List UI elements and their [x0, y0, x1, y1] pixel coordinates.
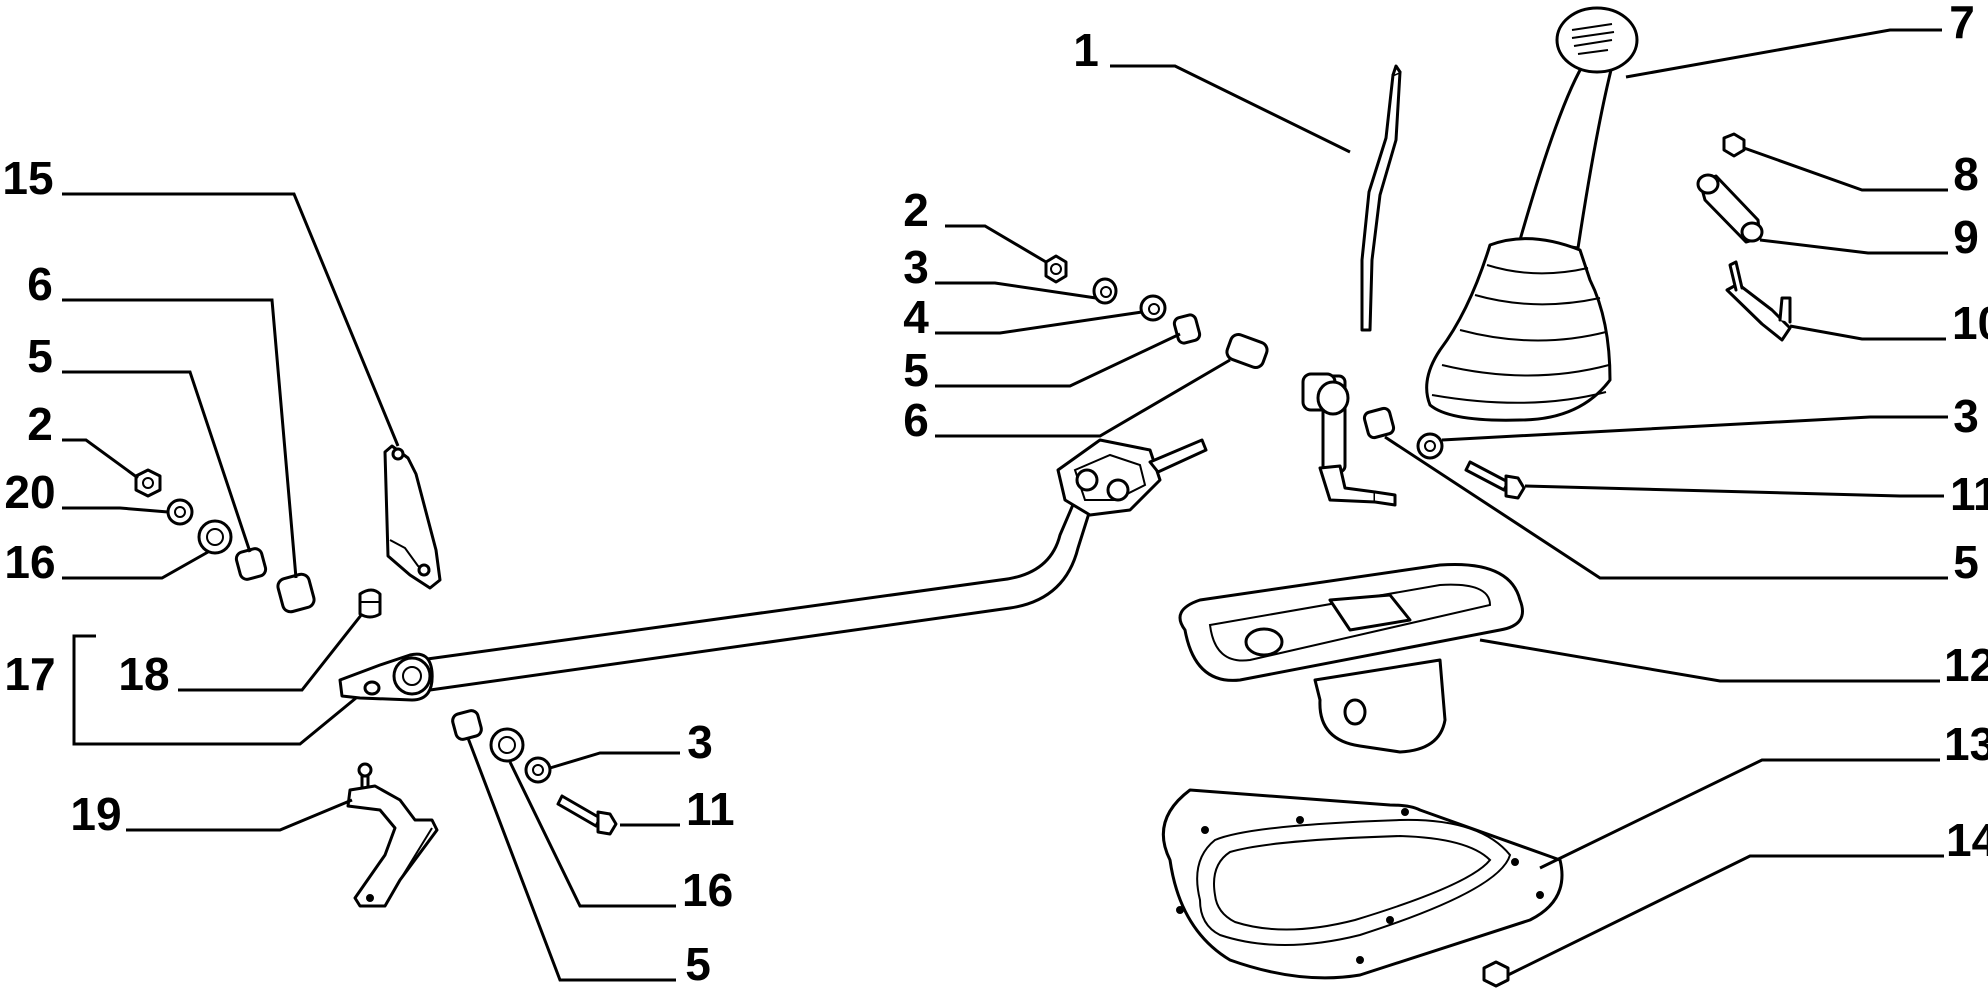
- callout-2-left: 2: [27, 398, 53, 450]
- part-5-bush-lower: [451, 709, 483, 741]
- part-12-shift-housing: [1178, 562, 1524, 754]
- part-5-bush-right: [1362, 406, 1396, 440]
- part-11-bolt-lower: [556, 794, 618, 836]
- callout-20: 20: [4, 466, 55, 518]
- callout-8: 8: [1953, 148, 1979, 200]
- callout-6-upper: 6: [903, 394, 929, 446]
- callout-10: 10: [1952, 297, 1988, 349]
- part-5-bush-upper: [1172, 313, 1202, 345]
- part-3-washer-right: [1416, 432, 1444, 460]
- part-2-nut-left: [134, 468, 162, 498]
- callout-3-lower: 3: [687, 716, 713, 768]
- callout-6-left: 6: [27, 258, 53, 310]
- part-6-bush-left: [276, 572, 316, 614]
- callout-4: 4: [903, 291, 929, 343]
- callout-14: 14: [1946, 814, 1988, 866]
- callout-15: 15: [2, 152, 53, 204]
- callout-9: 9: [1953, 211, 1979, 263]
- part-4-washer: [1139, 294, 1167, 322]
- callout-2-upper: 2: [903, 184, 929, 236]
- callout-16-lower: 16: [682, 864, 733, 916]
- part-8-nut: [1722, 132, 1746, 158]
- callout-7: 7: [1949, 0, 1975, 48]
- callout-5-right: 5: [1953, 536, 1979, 588]
- callout-5-upper: 5: [903, 344, 929, 396]
- callout-11-lower: 11: [686, 783, 735, 835]
- part-3-washer-lower: [524, 756, 552, 784]
- callout-19: 19: [70, 788, 121, 840]
- part-18-grommet: [358, 588, 382, 619]
- callout-17: 17: [4, 648, 55, 700]
- part-20-washer: [166, 498, 194, 526]
- callout-11-right: 11: [1950, 468, 1988, 520]
- part-9-clamp: [1696, 173, 1764, 244]
- callout-16-left: 16: [4, 536, 55, 588]
- part-2-nut-upper: [1044, 254, 1068, 284]
- part-1-shift-rod: [1301, 64, 1402, 507]
- part-13-gasket-plate: [1161, 788, 1564, 980]
- part-11-bolt-right: [1464, 460, 1526, 500]
- part-16-washer-left: [197, 519, 233, 555]
- part-6-bush-upper: [1225, 333, 1269, 369]
- part-14-nut: [1482, 960, 1510, 988]
- callout-3-upper: 3: [903, 241, 929, 293]
- leader-lines: [62, 28, 1948, 982]
- part-5-bush-left: [234, 547, 268, 581]
- callout-5-lower: 5: [685, 938, 711, 990]
- callout-3-right: 3: [1953, 390, 1979, 442]
- callout-13: 13: [1944, 718, 1988, 770]
- part-15-bracket-plate: [383, 444, 442, 590]
- callout-18: 18: [118, 648, 169, 700]
- callout-5-left: 5: [27, 330, 53, 382]
- part-10-stud-bracket: [1725, 260, 1792, 342]
- part-3-washer-upper: [1092, 277, 1118, 305]
- part-16-washer-lower: [489, 727, 525, 763]
- callout-1: 1: [1073, 24, 1099, 76]
- callout-12: 12: [1944, 639, 1988, 691]
- part-19-support-bracket: [346, 762, 439, 908]
- part-17-shift-rod-assembly: [338, 438, 1208, 702]
- part-7-gear-knob-boot: [1425, 6, 1639, 422]
